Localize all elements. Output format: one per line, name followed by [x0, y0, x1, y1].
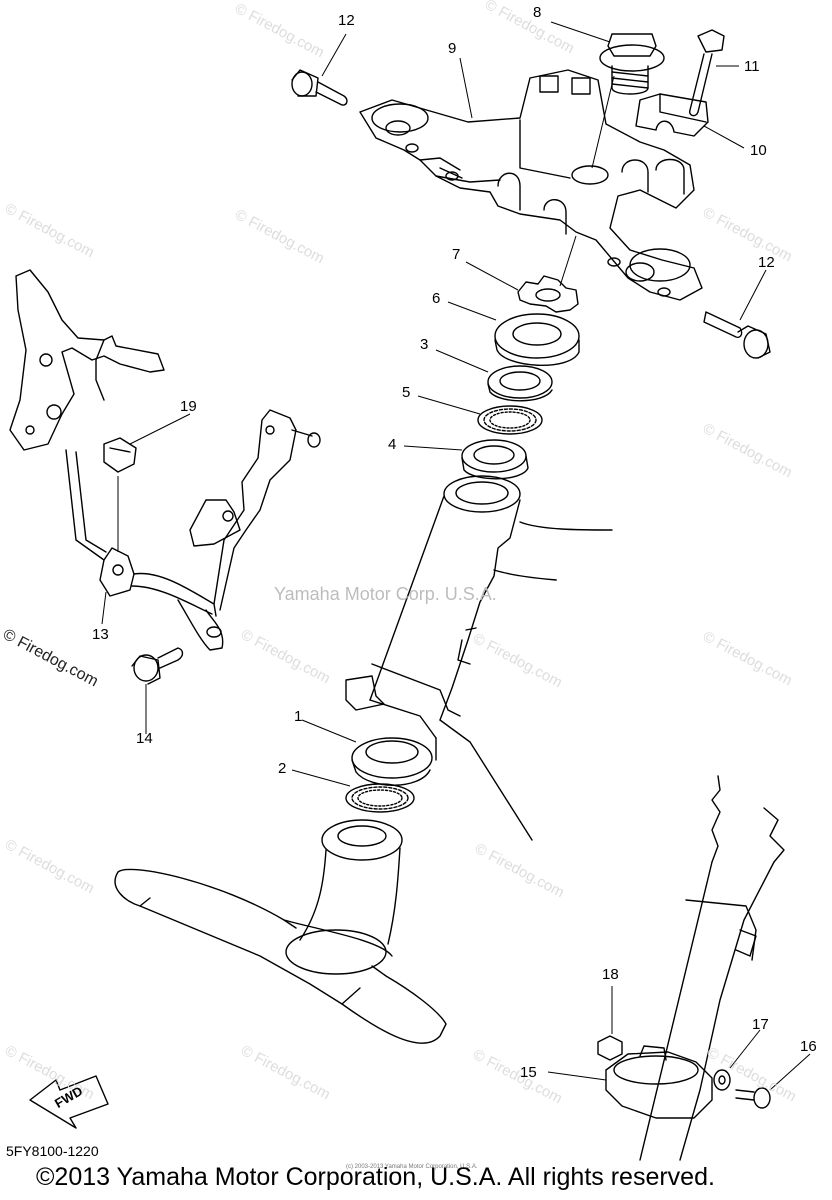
washer-18 — [713, 1069, 731, 1091]
race-3 — [487, 365, 553, 402]
callout-2: 2 — [278, 760, 287, 777]
upper-bracket — [359, 69, 703, 301]
bolt-12-right — [703, 311, 771, 359]
bolt-8 — [599, 33, 665, 95]
bolt-14 — [131, 647, 184, 685]
race-1 — [351, 737, 433, 786]
callout-11: 11 — [744, 58, 760, 75]
fork-leg — [639, 775, 785, 1161]
washer-6 — [494, 313, 580, 367]
clamp-16 — [605, 1045, 713, 1119]
callout-1: 1 — [294, 708, 303, 725]
center-watermark: Yamaha Motor Corp. U.S.A. — [274, 584, 497, 604]
fwd-arrow — [29, 1075, 109, 1129]
callout-17: 16 — [800, 1038, 817, 1055]
lower-bracket — [114, 819, 447, 1044]
callout-3: 3 — [420, 336, 429, 353]
copyright-notice: ©2013 Yamaha Motor Corporation, U.S.A. A… — [36, 1163, 715, 1191]
bearing-2 — [345, 783, 415, 813]
diagram-code: 5FY8100-1220 — [6, 1143, 99, 1159]
callout-19: 18 — [602, 966, 619, 983]
callout-4: 4 — [388, 436, 397, 453]
headlight-bracket — [9, 269, 321, 651]
bolt-12-upper — [291, 69, 348, 106]
callout-18: 17 — [752, 1016, 769, 1033]
leader-lines — [101, 21, 811, 1091]
nut-7 — [517, 275, 579, 313]
callout-15: 19 — [180, 398, 197, 415]
bearing-5 — [477, 405, 543, 435]
callout-16: 15 — [520, 1064, 537, 1081]
callout-10: 10 — [750, 142, 767, 159]
bolt-17 — [735, 1087, 771, 1109]
callout-5: 5 — [402, 384, 411, 401]
cap-10 — [635, 93, 709, 137]
bolt-11 — [688, 29, 725, 117]
callout-8: 8 — [533, 4, 542, 21]
nut-19 — [597, 1035, 623, 1061]
callout-9: 9 — [448, 40, 457, 57]
callout-14: 14 — [136, 730, 153, 747]
steering-stem — [345, 475, 613, 841]
callout-12-right: 12 — [758, 254, 775, 271]
callout-13: 13 — [92, 626, 109, 643]
callout-6: 6 — [432, 290, 441, 307]
race-4 — [461, 439, 529, 480]
callout-7: 7 — [452, 246, 461, 263]
callout-12: 12 — [338, 12, 355, 29]
clip-15 — [103, 437, 137, 473]
tiny-copyright: (c) 2003-2013 Yamaha Motor Corporation, … — [346, 1164, 478, 1170]
